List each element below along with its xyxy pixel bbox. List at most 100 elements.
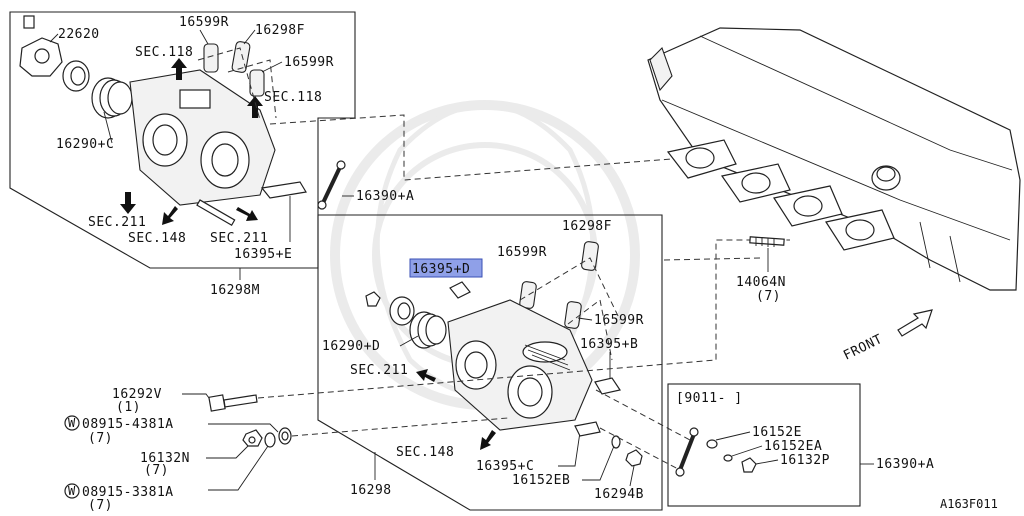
label-16599r-mid: 16599R bbox=[497, 245, 547, 260]
gasket-mid-shape bbox=[389, 296, 415, 326]
label-08915-4381a: 08915-4381A bbox=[82, 417, 174, 432]
arrows-top-box bbox=[120, 58, 263, 225]
label-date-range: [9011- ] bbox=[676, 391, 743, 406]
label-sec118-a: SEC.118 bbox=[135, 45, 193, 60]
leader-08915-4381a bbox=[208, 423, 279, 433]
leader-16395c bbox=[558, 431, 581, 467]
label-16390a-right: 16390+A bbox=[876, 457, 934, 472]
leader-16132p bbox=[755, 459, 779, 465]
label-16298f-mid: 16298F bbox=[562, 219, 612, 234]
label-16599r-mid2: 16599R bbox=[594, 313, 644, 328]
label-16298: 16298 bbox=[350, 483, 392, 498]
spring-16290c-shape bbox=[91, 77, 133, 119]
injector-16599r-mid-shape bbox=[519, 281, 537, 309]
label-16395d[interactable]: 16395+D bbox=[412, 262, 470, 277]
dash-16395b-to-rod bbox=[595, 389, 691, 441]
front-arrow-icon bbox=[897, 309, 933, 337]
bracket-16395c-shape bbox=[574, 421, 601, 437]
leader-16132n bbox=[206, 445, 249, 459]
spring-16290d-shape bbox=[409, 311, 447, 349]
label-16395e: 16395+E bbox=[234, 247, 292, 262]
throttle-body-mid-shape bbox=[447, 299, 593, 431]
label-16152eb: 16152EB bbox=[512, 473, 570, 488]
label-sec211-b: SEC.211 bbox=[210, 231, 268, 246]
arrow-sec211-c bbox=[416, 369, 436, 382]
dash-top-injectors bbox=[197, 47, 261, 121]
label-16294b: 16294B bbox=[594, 487, 644, 502]
dash-16395c-to-rod bbox=[599, 427, 681, 471]
label-16292v: 16292V bbox=[112, 387, 162, 402]
leader-16290d bbox=[399, 335, 419, 347]
leader-16152ea bbox=[731, 445, 763, 457]
label-16599r-top: 16599R bbox=[179, 15, 229, 30]
label-16390a-top: 16390+A bbox=[356, 189, 414, 204]
bracket-16395b-shape bbox=[594, 377, 621, 395]
group-box-16298m bbox=[9, 11, 356, 269]
nut-16294b-shape bbox=[625, 449, 643, 467]
group-box-16298 bbox=[317, 214, 663, 511]
label-16298m: 16298M bbox=[210, 283, 260, 298]
leaders-top-box bbox=[49, 29, 291, 280]
label-08915-4381a-qty: (7) bbox=[88, 431, 113, 446]
leader-16152eb bbox=[582, 445, 615, 481]
label-08915-3381a-qty: (7) bbox=[88, 498, 113, 511]
engine-block-shape bbox=[647, 27, 1021, 291]
label-08915-3381a: 08915-3381A bbox=[82, 485, 174, 500]
label-sec148-a: SEC.148 bbox=[128, 231, 186, 246]
washer-16152eb-shape bbox=[611, 435, 621, 449]
sensor-22620-shape bbox=[19, 15, 63, 77]
label-front: FRONT bbox=[841, 332, 885, 364]
washer-mark-2 bbox=[64, 483, 80, 499]
label-16395b: 16395+B bbox=[580, 337, 638, 352]
leader-16599r-mid2 bbox=[577, 317, 593, 321]
bolt-16292v-shape bbox=[208, 394, 258, 412]
rod-16390a-top-shape bbox=[317, 160, 346, 210]
label-16290d: 16290+D bbox=[322, 339, 380, 354]
label-sec211-c: SEC.211 bbox=[350, 363, 408, 378]
washer-mark-1-text: W bbox=[68, 416, 76, 430]
stud-14064n-shape bbox=[749, 236, 785, 247]
injector-16599r-right-shape bbox=[249, 69, 265, 97]
label-16292v-qty: (1) bbox=[116, 400, 141, 415]
dash-washers bbox=[291, 417, 509, 437]
label-16298f-top: 16298F bbox=[255, 23, 305, 38]
bracket-16395e-shape bbox=[260, 181, 307, 199]
label-16132p: 16132P bbox=[780, 453, 830, 468]
leader-16152e bbox=[715, 431, 751, 441]
washer-mark-1 bbox=[64, 415, 80, 431]
leader-16294b bbox=[629, 465, 635, 487]
injector-16298f-mid-shape bbox=[581, 241, 599, 271]
label-16599r-right: 16599R bbox=[284, 55, 334, 70]
washer-16152ea-shape bbox=[723, 454, 733, 462]
highlight-16395d[interactable] bbox=[409, 258, 483, 278]
injector-16599r-top-shape bbox=[203, 43, 219, 73]
label-sec118-b: SEC.118 bbox=[264, 90, 322, 105]
group-box-16390a bbox=[667, 383, 861, 507]
washer-16152e-shape bbox=[706, 439, 718, 449]
label-16152e: 16152E bbox=[752, 425, 802, 440]
dash-top-injectors-2 bbox=[227, 59, 277, 119]
dash-mid-to-stud bbox=[663, 257, 761, 261]
rod-16390a-right-shape bbox=[675, 427, 699, 477]
dash-mid-injectors-2 bbox=[559, 299, 613, 361]
nut-16132p-shape bbox=[741, 457, 757, 473]
label-16132n-qty: (7) bbox=[144, 463, 169, 478]
washer-mark-2-text: W bbox=[68, 484, 76, 498]
label-sec148-b: SEC.148 bbox=[396, 445, 454, 460]
washers-mid-shape bbox=[242, 427, 292, 448]
label-16152ea: 16152EA bbox=[764, 439, 822, 454]
small-nut-shape bbox=[365, 291, 381, 307]
label-16395c: 16395+C bbox=[476, 459, 534, 474]
label-diagram-id: A163F011 bbox=[940, 497, 998, 511]
label-16132n: 16132N bbox=[140, 451, 190, 466]
leader-08915-3381a bbox=[208, 445, 269, 491]
dash-mid-injectors bbox=[519, 257, 621, 321]
label-22620: 22620 bbox=[58, 27, 100, 42]
clip-16395d-shape bbox=[449, 281, 471, 299]
arrow-sec148-b bbox=[480, 430, 496, 450]
label-14064n-qty: (7) bbox=[756, 289, 781, 304]
gasket-ring-shape bbox=[62, 60, 90, 92]
label-14064n: 14064N bbox=[736, 275, 786, 290]
